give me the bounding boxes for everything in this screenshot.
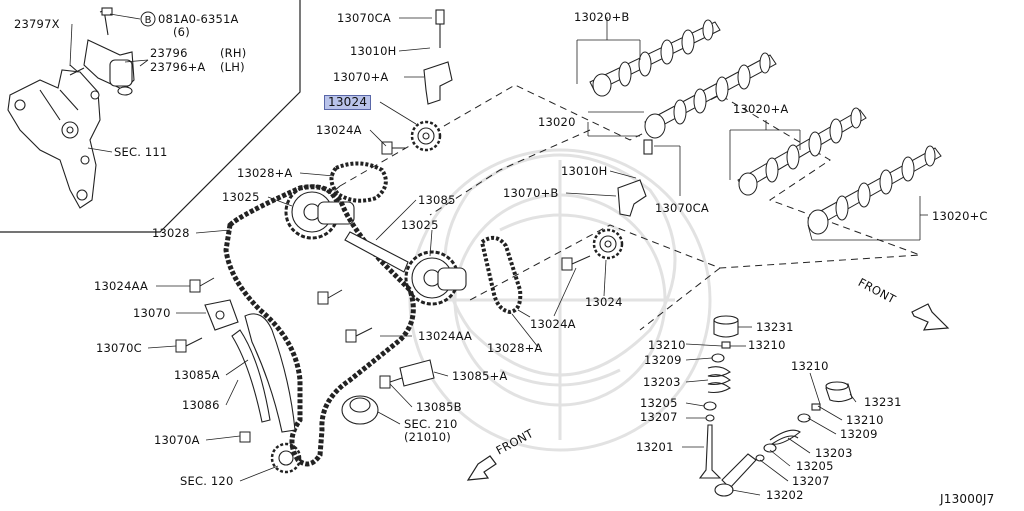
- label-13028: 13028: [152, 226, 190, 240]
- camshaft-13020a: [737, 107, 867, 196]
- svg-text:B: B: [145, 15, 152, 26]
- label-13024aa-mid: 13024AA: [418, 329, 473, 343]
- label-rh: (RH): [220, 46, 247, 60]
- label-13209-b: 13209: [840, 427, 878, 441]
- timing-chain-13028: [223, 184, 416, 467]
- label-lh: (LH): [220, 60, 245, 74]
- camshaft-13020c: [807, 145, 942, 235]
- label-13086: 13086: [182, 398, 220, 412]
- label-13070ca-top: 13070CA: [337, 11, 391, 25]
- label-sec210-sub: (21010): [404, 430, 451, 444]
- chain-guide-13085a-plus: [399, 359, 435, 387]
- vtc-solenoid-part: [69, 7, 135, 96]
- tension-guide-13086: [231, 329, 271, 423]
- leader-lines: [147, 17, 928, 496]
- label-13205-b: 13205: [796, 459, 834, 473]
- label-13210-c: 13210: [791, 359, 829, 373]
- cam-tensioner-13070b: [617, 139, 653, 217]
- label-13209-a: 13209: [644, 353, 682, 367]
- label-13085a: 13085A: [174, 368, 220, 382]
- valve-train-b: [714, 381, 853, 497]
- sprocket-13025-mid: [404, 250, 467, 306]
- label-13070b: 13070+B: [503, 186, 559, 200]
- label-13024-mid: 13024: [585, 295, 623, 309]
- label-13210-b: 13210: [748, 338, 786, 352]
- label-13207-b: 13207: [792, 474, 830, 488]
- label-13085: 13085: [418, 193, 456, 207]
- diagram-code: J13000J7: [940, 492, 995, 506]
- label-13205-a: 13205: [640, 396, 678, 410]
- cam-tensioner-13070a: [423, 9, 453, 105]
- label-13010h-top: 13010H: [350, 44, 397, 58]
- camshaft-13020: [644, 52, 777, 139]
- label-13024a-mid: 13024A: [530, 317, 576, 331]
- label-13010h-mid: 13010H: [561, 164, 608, 178]
- label-bolt-code: 081A0-6351A: [158, 12, 239, 26]
- circled-b-symbol: B: [140, 11, 156, 27]
- label-13210-a: 13210: [648, 338, 686, 352]
- label-13070a-bottom: 13070A: [154, 433, 200, 447]
- label-13203-a: 13203: [643, 375, 681, 389]
- label-13085a-plus: 13085+A: [452, 369, 508, 383]
- label-bolt-qty: (6): [173, 25, 190, 39]
- front-arrow-right: [911, 303, 950, 331]
- front-arrow-bottom: [466, 455, 497, 481]
- label-13210-d: 13210: [846, 413, 884, 427]
- label-13070ca-mid: 13070CA: [655, 201, 709, 215]
- front-cover-part: [7, 69, 101, 209]
- inset-box: [0, 0, 301, 233]
- sprocket-13025-left: [284, 184, 355, 240]
- label-13020a: 13020+A: [733, 102, 789, 116]
- label-sec111: SEC. 111: [114, 145, 168, 159]
- label-23796a: 23796+A: [150, 60, 206, 74]
- label-13231-top: 13231: [756, 320, 794, 334]
- label-13070c: 13070C: [96, 341, 142, 355]
- label-23796: 23796: [150, 46, 188, 60]
- sprocket-13024-top: [410, 120, 442, 152]
- sprocket-13024-mid: [592, 228, 624, 260]
- slack-guide-13085a: [244, 313, 296, 433]
- label-13020c: 13020+C: [932, 209, 988, 223]
- label-13203-b: 13203: [815, 446, 853, 460]
- inset-leaders: [69, 13, 149, 153]
- label-23797x: 23797X: [14, 17, 60, 31]
- label-13201: 13201: [636, 440, 674, 454]
- label-13202: 13202: [766, 488, 804, 502]
- label-13070a-top: 13070+A: [333, 70, 389, 84]
- label-13070: 13070: [133, 306, 171, 320]
- chain-guide-13085: [344, 231, 409, 273]
- label-13085b: 13085B: [416, 400, 462, 414]
- secondary-chain-13028a-top: [329, 161, 388, 203]
- label-13020b: 13020+B: [574, 10, 630, 24]
- label-13028a-mid: 13028+A: [487, 341, 543, 355]
- label-13028a-top: 13028+A: [237, 166, 293, 180]
- camshaft-13020b: [589, 19, 721, 97]
- chain-tensioner-13070: [204, 299, 239, 331]
- label-13024-highlighted[interactable]: 13024: [324, 95, 372, 110]
- valve-train-a: [698, 315, 739, 479]
- label-13207-a: 13207: [640, 410, 678, 424]
- label-13025-left: 13025: [222, 190, 260, 204]
- label-13024a-top: 13024A: [316, 123, 362, 137]
- label-13231-b: 13231: [864, 395, 902, 409]
- label-13025-mid: 13025: [401, 218, 439, 232]
- label-sec120: SEC. 120: [180, 474, 234, 488]
- label-sec210: SEC. 210: [404, 417, 458, 431]
- label-13020: 13020: [538, 115, 576, 129]
- oil-pump-sec210: [341, 395, 379, 425]
- label-13024aa-left: 13024AA: [94, 279, 149, 293]
- watermark-emblem: [408, 148, 712, 452]
